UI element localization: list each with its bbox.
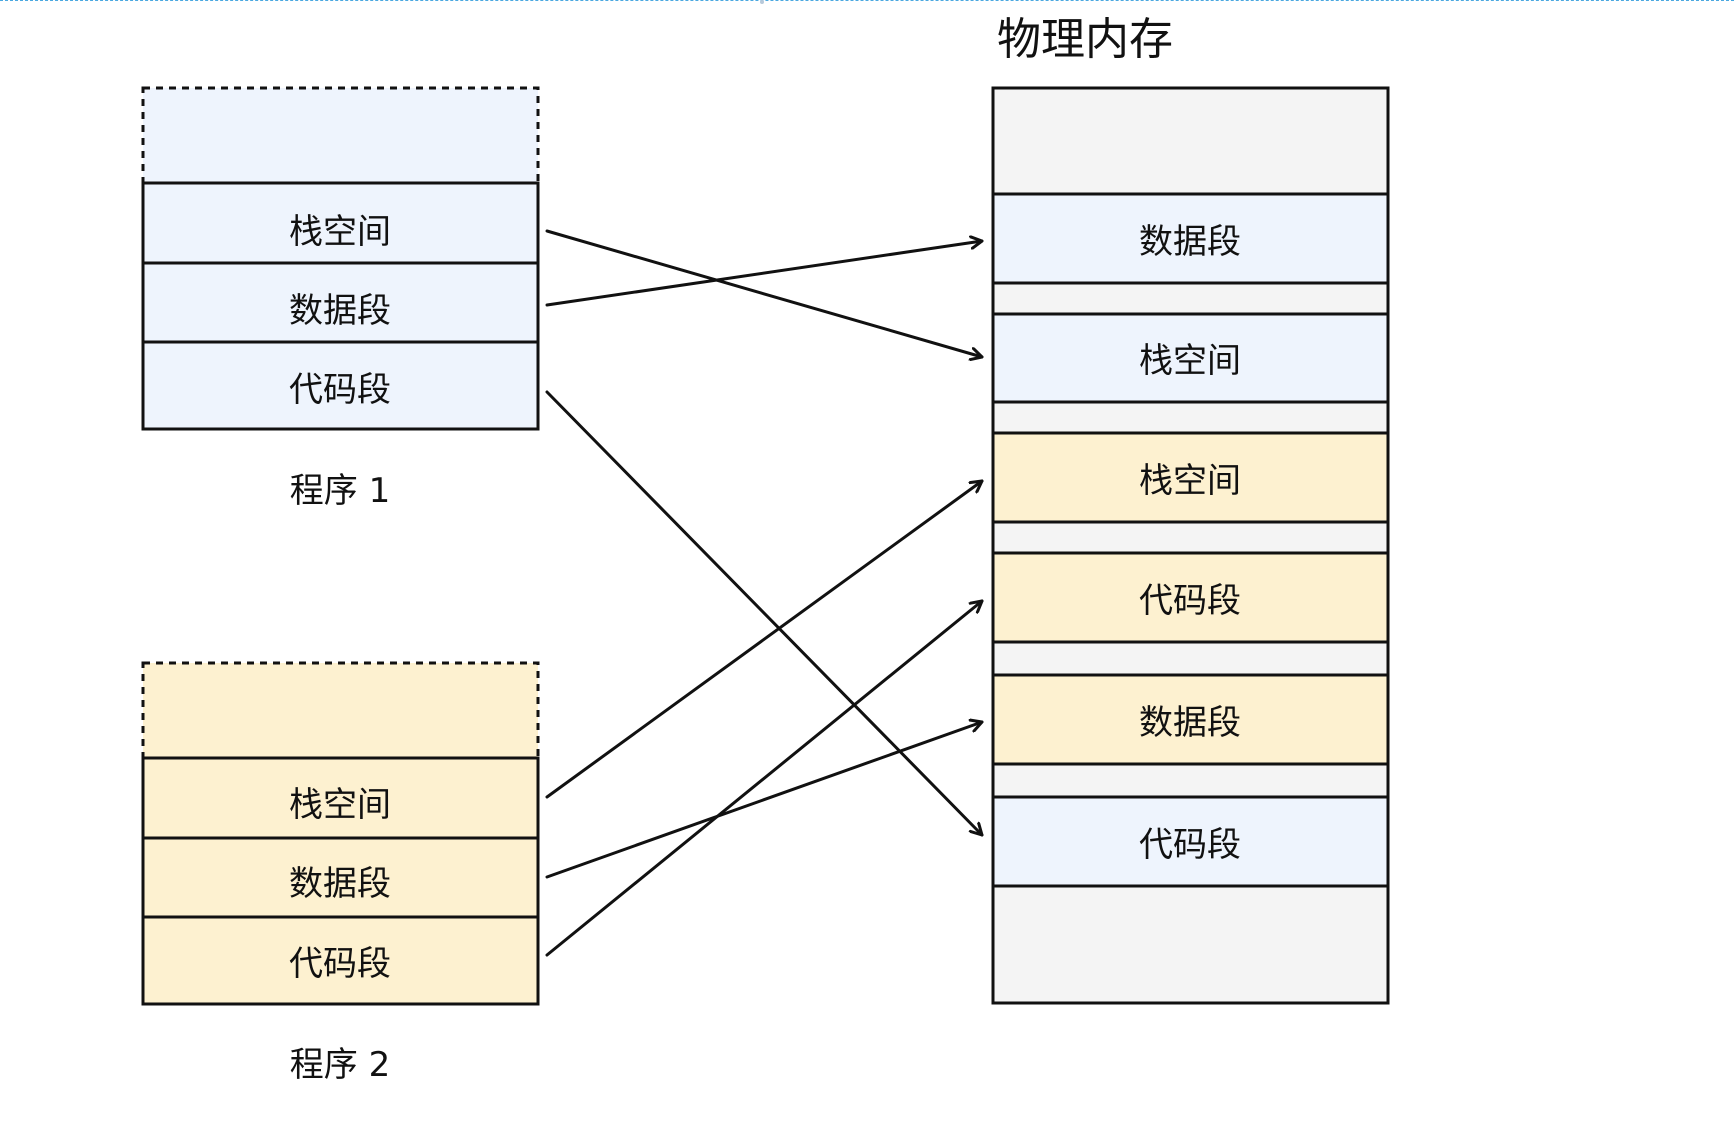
program-2-address-space: 栈空间 数据段 代码段 程序 2 xyxy=(141,661,540,1085)
memory-block-program-1-data xyxy=(991,192,1390,285)
guide-handle xyxy=(760,0,764,4)
program-1-data-label: 数据段 xyxy=(289,291,391,331)
memory-block-program-1-stack xyxy=(991,312,1390,404)
program-2-unused-region xyxy=(141,661,540,760)
program-2-stack-segment xyxy=(141,756,540,840)
memory-block-program-2-stack xyxy=(991,431,1390,524)
program-2-code-label: 代码段 xyxy=(289,944,391,984)
memory-block-label: 代码段 xyxy=(1139,581,1241,621)
program-2-label: 程序 2 xyxy=(290,1045,390,1085)
canvas-top-guide xyxy=(0,0,1734,4)
memory-block-program-2-data xyxy=(991,673,1390,766)
program-1-code-segment xyxy=(141,340,540,431)
memory-block-label: 数据段 xyxy=(1139,703,1241,743)
physical-memory: 数据段 栈空间 栈空间 代码段 数据段 代码段 xyxy=(991,86,1390,1005)
physical-memory-title: 物理内存 xyxy=(997,14,1173,65)
arrow-program-1-data xyxy=(545,241,984,307)
arrow-program-2-code xyxy=(545,599,984,957)
memory-block-label: 栈空间 xyxy=(1139,461,1241,501)
memory-block-label: 栈空间 xyxy=(1139,341,1241,381)
program-1-label: 程序 1 xyxy=(290,471,390,511)
program-2-data-label: 数据段 xyxy=(289,864,391,904)
program-1-data-segment xyxy=(141,261,540,344)
program-1-stack-label: 栈空间 xyxy=(289,212,391,252)
memory-block-program-2-code xyxy=(991,551,1390,644)
program-2-stack-label: 栈空间 xyxy=(289,785,391,825)
arrow-program-2-stack xyxy=(545,479,984,799)
memory-block-label: 代码段 xyxy=(1139,825,1241,865)
program-2-code-segment xyxy=(141,915,540,1006)
arrow-program-1-stack xyxy=(545,229,984,357)
program-1-stack-segment xyxy=(141,181,540,265)
program-2-data-segment xyxy=(141,836,540,919)
memory-block-label: 数据段 xyxy=(1139,222,1241,262)
mapping-arrows xyxy=(545,229,984,957)
program-1-unused-region xyxy=(141,86,540,185)
arrow-program-2-data xyxy=(545,722,984,879)
program-1-address-space: 栈空间 数据段 代码段 程序 1 xyxy=(141,86,540,511)
program-1-code-label: 代码段 xyxy=(289,370,391,410)
arrow-program-1-code xyxy=(545,390,984,837)
memory-block-program-1-code xyxy=(991,795,1390,888)
